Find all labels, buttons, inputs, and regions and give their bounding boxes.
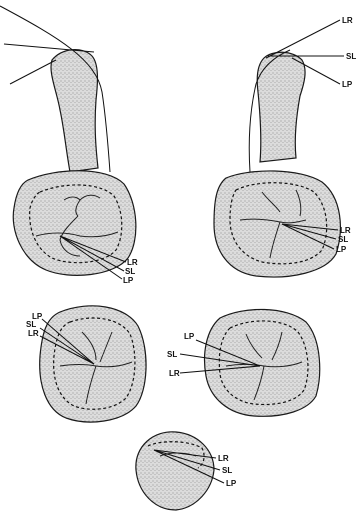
label-lp-row2-right: LP <box>336 245 347 254</box>
profile-left <box>0 6 110 172</box>
tooth-crown-right-1 <box>214 171 340 277</box>
label-sl-bottom: SL <box>222 466 232 475</box>
label-sl-top: SL <box>346 52 356 61</box>
label-sl-row3-left: SL <box>26 320 36 329</box>
label-lr-row3-right: LR <box>169 369 180 378</box>
occlusal-left-2: LP SL LR <box>26 306 146 422</box>
label-lr-row2-right: LR <box>340 226 351 235</box>
ref-line-lr-top <box>266 20 340 58</box>
label-lp-row2-left: LP <box>123 276 134 285</box>
occlusal-bottom: LR SL LP <box>136 432 237 510</box>
label-lr-row3-left: LR <box>28 329 39 338</box>
profile-right: LR SL LP <box>249 16 356 172</box>
label-lp-top: LP <box>342 80 353 89</box>
label-lr-row2-left: LR <box>127 258 138 267</box>
label-lr-top: LR <box>342 16 353 25</box>
tooth-crown-right-2 <box>205 309 320 416</box>
tooth-crown-bottom <box>136 432 214 510</box>
label-sl-row3-right: SL <box>167 350 177 359</box>
label-sl-row2-left: SL <box>125 267 135 276</box>
ref-line-left-1 <box>4 44 94 52</box>
occlusal-right-1: LR SL LP <box>214 171 351 277</box>
ref-line-left-2 <box>10 60 56 84</box>
tooth-crown-left-1 <box>13 171 136 276</box>
occlusal-left-1: LR SL LP <box>13 171 138 285</box>
label-lp-row3-right: LP <box>184 332 195 341</box>
label-lp-bottom: LP <box>226 479 237 488</box>
label-sl-row2-right: SL <box>338 235 348 244</box>
label-lr-bottom: LR <box>218 454 229 463</box>
occlusal-right-2: LP SL LR <box>167 309 320 416</box>
